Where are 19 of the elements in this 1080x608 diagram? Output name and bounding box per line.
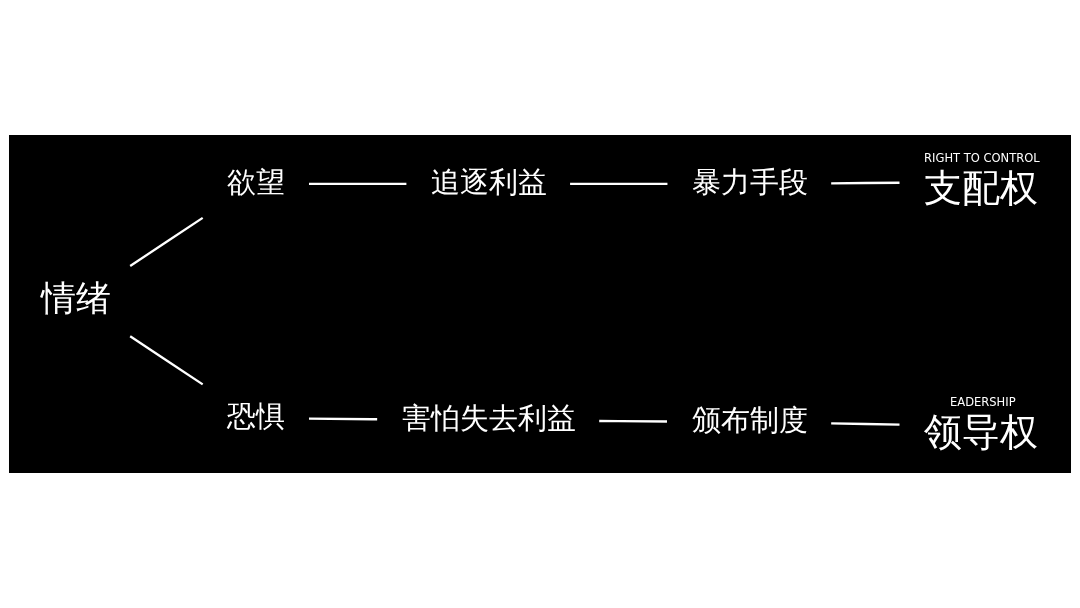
node-label: RIGHT TO CONTROL (924, 151, 1040, 166)
node-text: 欲望 (226, 164, 285, 199)
connector (129, 335, 204, 386)
connector (309, 417, 378, 421)
node-label: EADERSHIP (950, 395, 1016, 410)
connector (570, 182, 668, 186)
node-text: 情绪 (40, 277, 111, 318)
connector (831, 422, 900, 426)
node-text: 恐惧 (226, 398, 285, 433)
node-text: 害怕失去利益 (401, 400, 576, 435)
connector (831, 181, 900, 185)
node-text: 暴力手段 (691, 164, 808, 199)
node-text: 颁布制度 (691, 402, 808, 437)
connector (599, 419, 667, 423)
connector (309, 182, 407, 186)
connector (129, 216, 204, 267)
node-text: 领导权 (924, 409, 1039, 455)
node-text: 追逐利益 (430, 164, 547, 199)
node-text: 支配权 (924, 165, 1039, 211)
